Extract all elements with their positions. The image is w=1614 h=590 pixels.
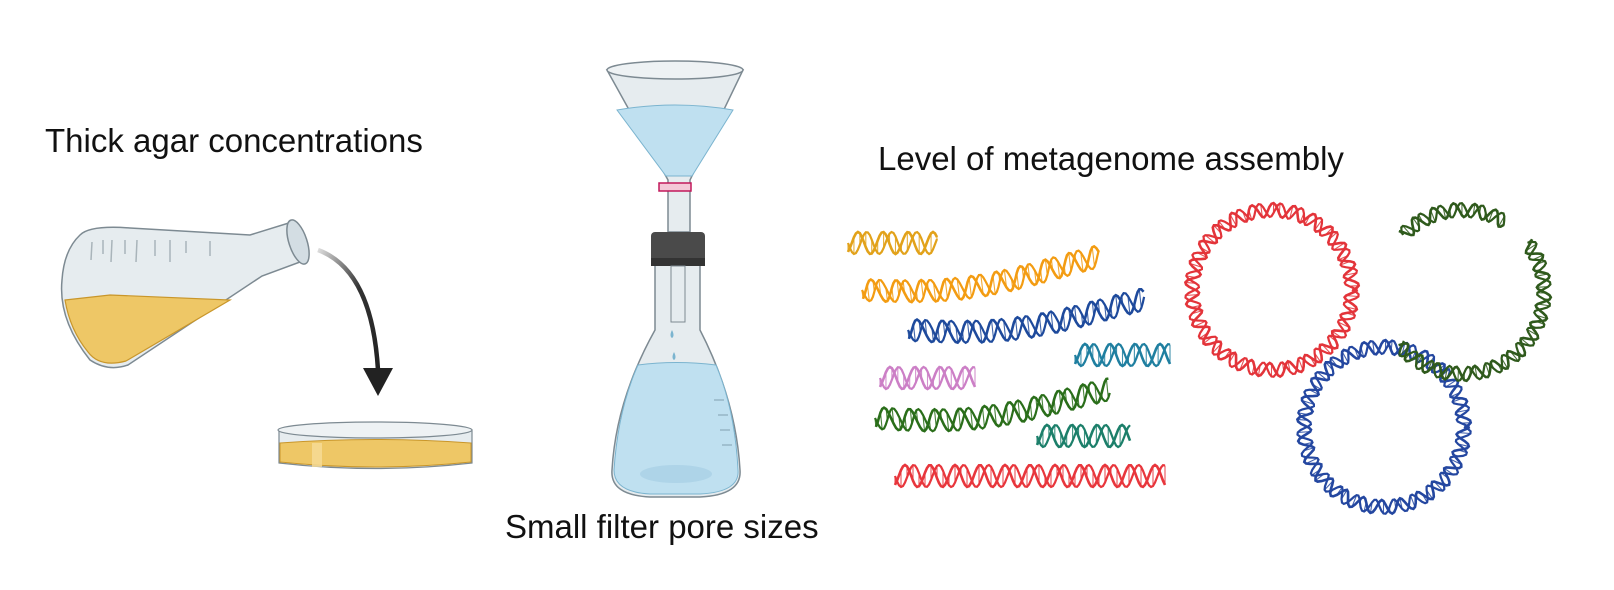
linear-dna-icon	[1073, 342, 1172, 368]
linear-dna-icon	[878, 365, 977, 391]
partial-circular-dna-icon	[1398, 238, 1553, 383]
dna-fragments	[846, 201, 1553, 516]
filter-flask-icon	[611, 232, 741, 498]
label-filter: Small filter pore sizes	[505, 508, 819, 545]
linear-dna-icon	[874, 377, 1111, 433]
linear-dna-icon	[907, 288, 1146, 345]
linear-dna-icon	[893, 463, 1167, 489]
partial-circular-dna-icon	[1398, 201, 1506, 237]
pouring-flask-icon	[60, 219, 310, 369]
linear-dna-icon	[846, 230, 939, 256]
rubber-stopper	[651, 232, 705, 266]
circular-dna-icon	[1183, 201, 1361, 379]
circular-dna-icon	[1295, 338, 1473, 516]
agar-liquid	[64, 294, 233, 364]
linear-dna-icon	[861, 244, 1100, 304]
funnel-ring	[658, 182, 692, 192]
filter-funnel-icon	[605, 60, 745, 233]
pour-arrow-icon	[317, 247, 393, 396]
linear-dna-icon	[1035, 423, 1132, 449]
label-assembly: Level of metagenome assembly	[878, 140, 1344, 177]
label-agar: Thick agar concentrations	[45, 122, 423, 159]
petri-dish-icon	[277, 421, 473, 470]
